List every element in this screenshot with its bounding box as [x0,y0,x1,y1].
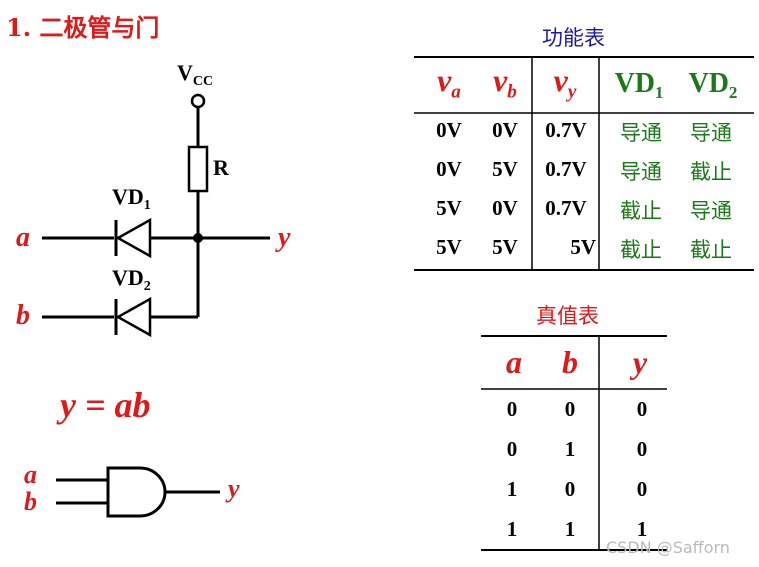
func-cell: 5V [436,196,462,220]
vcc-label: VCC [177,60,214,89]
func-header-vd2: VD2 [688,68,738,102]
watermark: CSDN @Safforn [606,538,730,557]
func-header-vb: vb [493,62,517,103]
func-cell: 截止 [620,199,662,223]
truth-cell: 1 [506,477,518,501]
truth-header-y: y [632,344,648,380]
truth-cell: 0 [564,477,576,501]
gate-input-a-label: a [24,460,37,489]
boolean-equation: y = ab [60,385,151,425]
truth-cell: 0 [506,397,518,421]
truth-cell: 0 [636,437,648,461]
output-y-label: y [278,222,291,253]
func-cell: 0V [436,118,462,142]
func-cell: 截止 [690,238,732,262]
truth-cell: 0 [564,397,576,421]
func-cell: 0V [492,118,518,142]
func-cell: 0.7V [545,196,587,220]
func-cell: 0V [492,196,518,220]
truth-cell: 1 [636,517,648,541]
func-header-va: va [437,62,461,103]
func-cell: 5V [570,235,596,259]
truth-table-title: 真值表 [536,304,599,328]
func-cell: 0V [436,157,462,181]
truth-cell: 1 [564,437,576,461]
func-cell: 导通 [690,121,732,145]
truth-cell: 1 [506,517,518,541]
func-cell: 截止 [690,160,732,184]
func-cell: 导通 [690,199,732,223]
truth-header-a: a [506,344,522,380]
func-cell: 截止 [620,238,662,262]
vd2-label: VD2 [112,265,151,294]
func-cell: 0.7V [545,118,587,142]
func-cell: 导通 [620,160,662,184]
and-gate-symbol [106,466,167,518]
func-header-vd1: VD1 [614,68,664,102]
truth-cell: 1 [564,517,576,541]
vcc-terminal [190,93,206,109]
truth-header-b: b [562,344,578,380]
truth-cell: 0 [636,477,648,501]
truth-cell: 0 [506,437,518,461]
vd1-diode-triangle [115,217,152,259]
input-a-label: a [16,222,30,253]
func-header-vy: vy [553,62,577,103]
gate-output-y-label: y [228,474,240,503]
input-b-label: b [16,300,30,331]
func-cell: 0.7V [545,157,587,181]
func-cell: 5V [492,157,518,181]
func-cell: 5V [436,235,462,259]
func-cell: 5V [492,235,518,259]
page-title: 1. 二极管与门 [6,13,160,42]
resistor-label: R [213,155,229,180]
gate-input-b-label: b [24,487,37,516]
vd1-label: VD1 [112,184,151,213]
function-table-title: 功能表 [542,26,605,50]
func-cell: 导通 [620,121,662,145]
truth-cell: 0 [636,397,648,421]
resistor [187,145,209,193]
vd2-diode-triangle [115,296,152,338]
